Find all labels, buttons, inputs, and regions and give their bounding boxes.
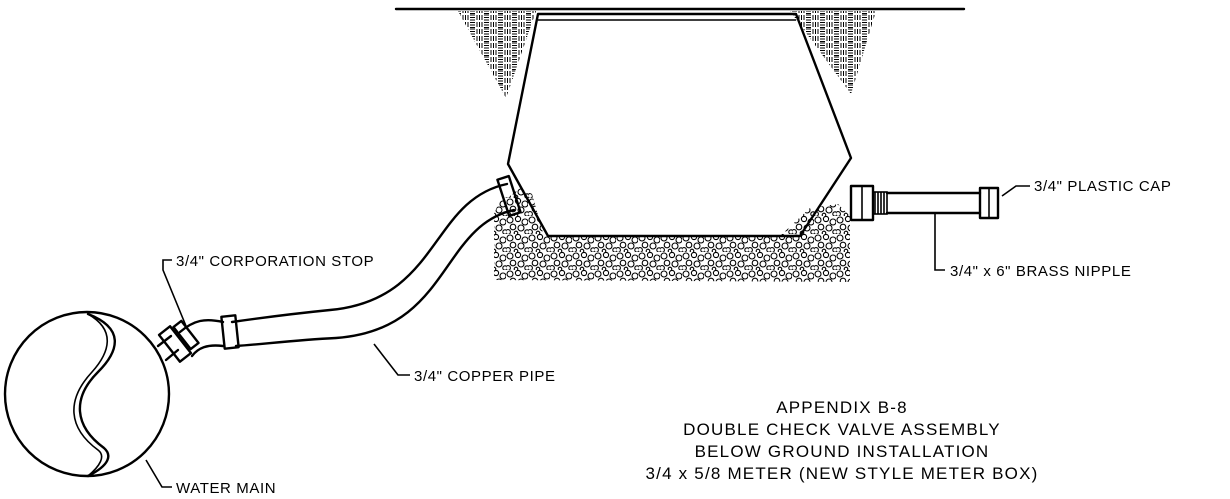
leader-water-main [145, 459, 172, 488]
label-brass-nipple: 3/4" x 6" BRASS NIPPLE [950, 263, 1131, 280]
title-line-4: 3/4 x 5/8 METER (NEW STYLE METER BOX) [646, 464, 1039, 483]
water-main [3, 310, 171, 478]
brass-nipple-pipe [885, 191, 982, 215]
label-plastic-cap: 3/4" PLASTIC CAP [1034, 178, 1171, 195]
meter-box [506, 12, 853, 238]
leader-corporation-stop [162, 259, 187, 327]
brass-nipple-assembly [849, 184, 1000, 222]
coupling [220, 314, 240, 350]
leader-brass-nipple [934, 213, 945, 271]
box-inlet-fitting [496, 174, 522, 218]
title-line-2: DOUBLE CHECK VALVE ASSEMBLY [683, 420, 1001, 439]
leader-copper-pipe [373, 343, 410, 376]
label-water-main: WATER MAIN [176, 480, 276, 497]
nipple-threads [872, 191, 888, 215]
corporation-stop [156, 318, 225, 363]
copper-pipe [220, 174, 522, 350]
leader-plastic-cap [1001, 185, 1030, 197]
label-corporation-stop: 3/4" CORPORATION STOP [176, 253, 374, 270]
label-copper-pipe: 3/4" COPPER PIPE [414, 368, 556, 385]
title-block: APPENDIX B-8 DOUBLE CHECK VALVE ASSEMBLY… [646, 398, 1039, 483]
title-line-1: APPENDIX B-8 [776, 398, 908, 417]
soil-hatch-left [458, 11, 536, 98]
title-line-3: BELOW GROUND INSTALLATION [695, 442, 990, 461]
gravel-bed [494, 188, 850, 282]
soil-hatch-right [790, 11, 876, 94]
